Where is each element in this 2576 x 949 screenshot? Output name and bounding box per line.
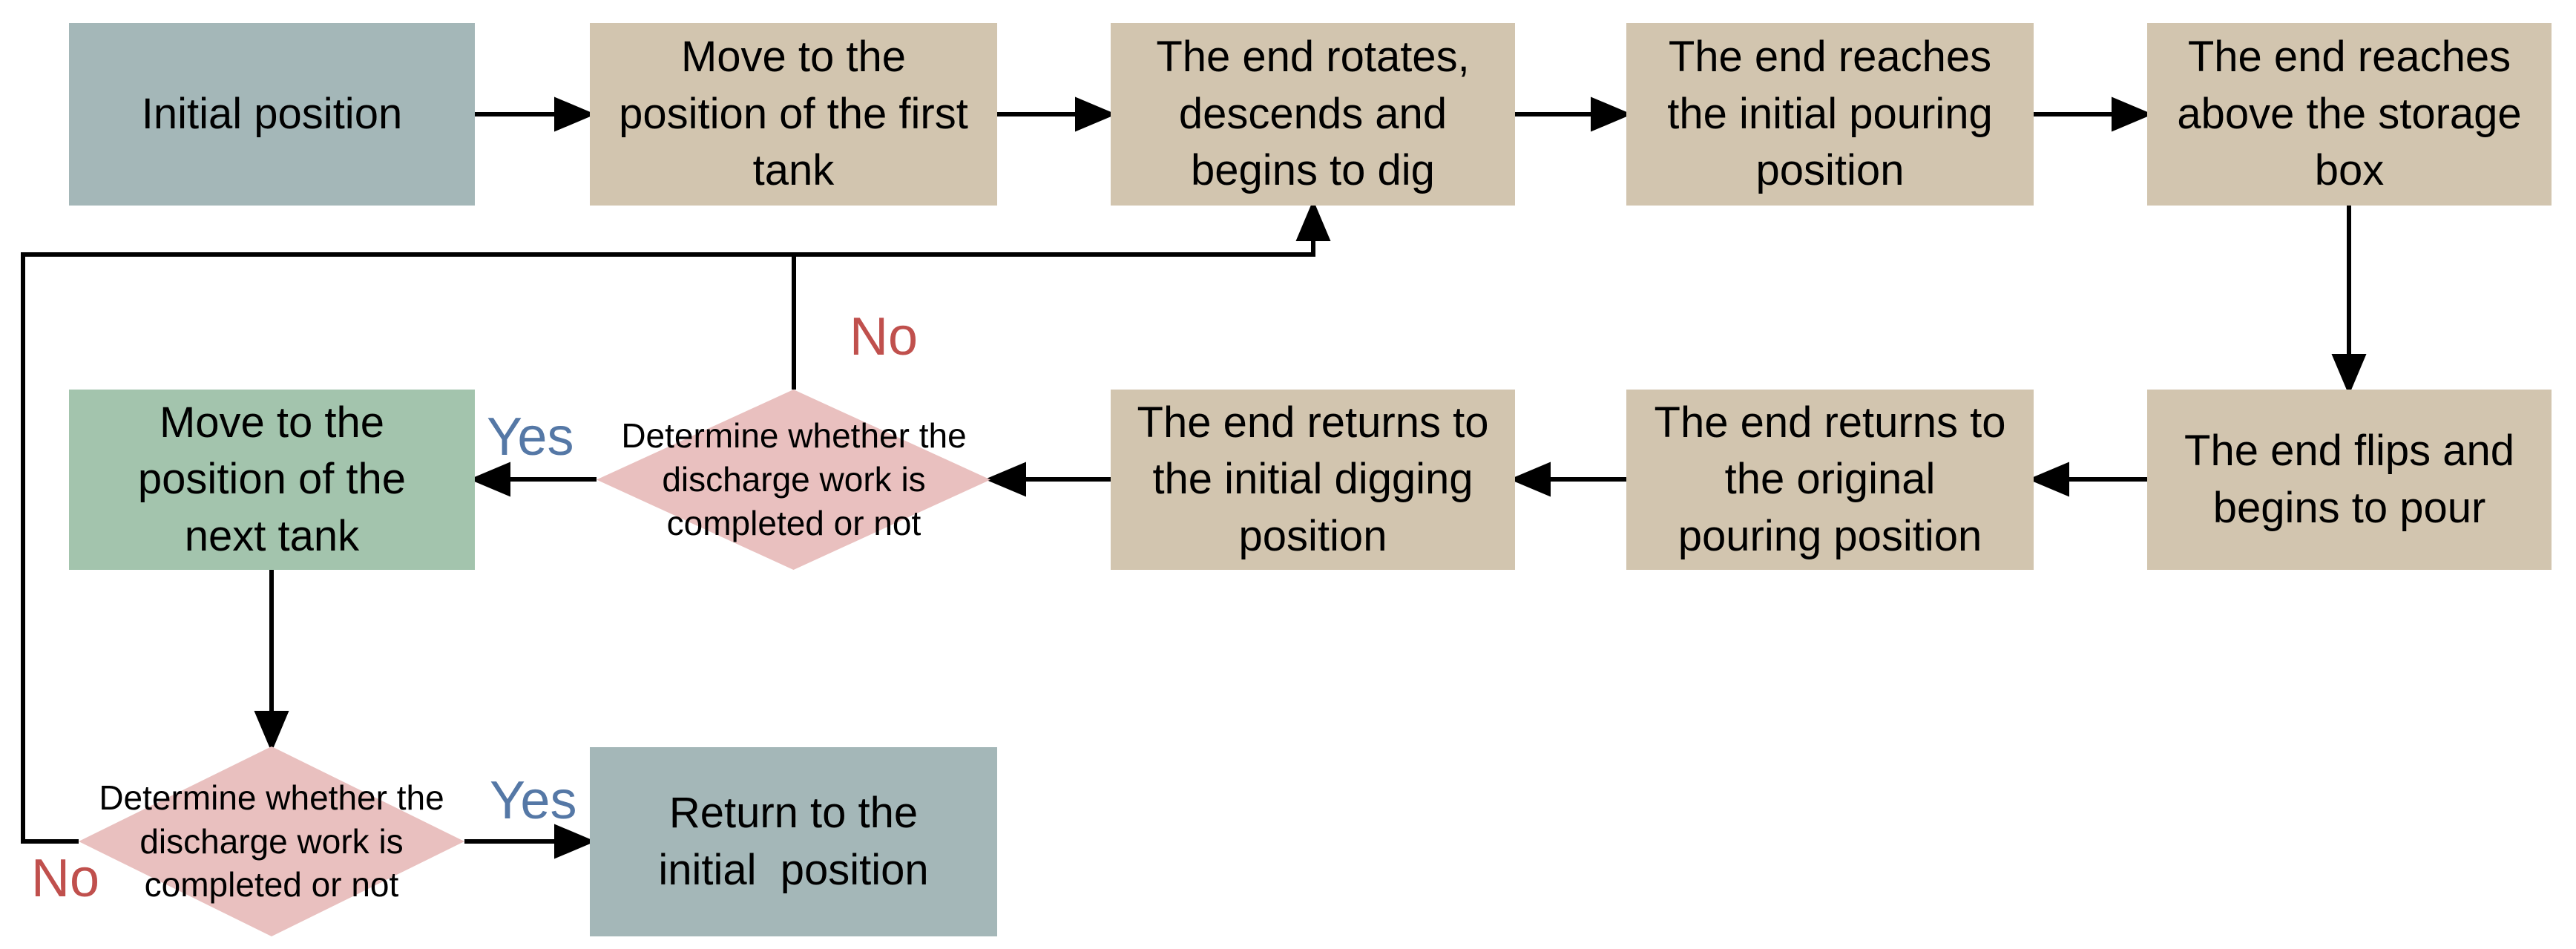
arrow-reach-pour-to-reach-storage <box>2034 96 2153 132</box>
node-move-to-first-tank: Move to the position of the first tank <box>590 23 997 206</box>
node-end-flips-pours: The end flips and begins to pour <box>2147 390 2552 570</box>
arrow-returns-pouring-to-returns-digging <box>1509 462 1626 497</box>
node-initial-position: Initial position <box>69 23 475 206</box>
node-end-returns-initial-digging: The end returns to the initial digging p… <box>1111 390 1515 570</box>
decision1-discharge-complete: Determine whether the discharge work is … <box>621 416 967 542</box>
node-return-to-initial-position: Return to the initial position <box>590 747 997 936</box>
arrow-reach-storage-to-flips <box>2331 206 2367 395</box>
decision2-discharge-complete: Determine whether the discharge work is … <box>99 778 444 904</box>
label-no-decision2: No <box>31 849 100 908</box>
node-end-rotates-descends-digs: The end rotates, descends and begins to … <box>1111 23 1515 206</box>
label-yes-decision1: Yes <box>487 407 574 467</box>
arrow-flips-to-returns-pouring <box>2028 462 2147 497</box>
path-decision2-no-feedback-to-rotates <box>21 200 1331 844</box>
arrow-decision1-yes-to-move-next <box>469 462 597 497</box>
node-end-reaches-initial-pouring: The end reaches the initial pouring posi… <box>1626 23 2034 206</box>
arrow-move-next-to-decision2 <box>254 570 289 752</box>
label-yes-decision2: Yes <box>490 771 577 830</box>
node-end-reaches-storage-box: The end reaches above the storage box <box>2147 23 2552 206</box>
arrow-initial-to-move-first <box>475 96 596 132</box>
arrow-move-first-to-rotates <box>997 96 1117 132</box>
arrow-returns-digging-to-decision1 <box>985 462 1111 497</box>
node-move-to-next-tank: Move to the position of the next tank <box>69 390 475 570</box>
node-end-returns-original-pouring: The end returns to the original pouring … <box>1626 390 2034 570</box>
label-no-decision1: No <box>850 307 919 367</box>
arrow-rotates-to-reach-pour <box>1515 96 1632 132</box>
arrow-decision2-yes-to-return-initial <box>464 824 596 859</box>
